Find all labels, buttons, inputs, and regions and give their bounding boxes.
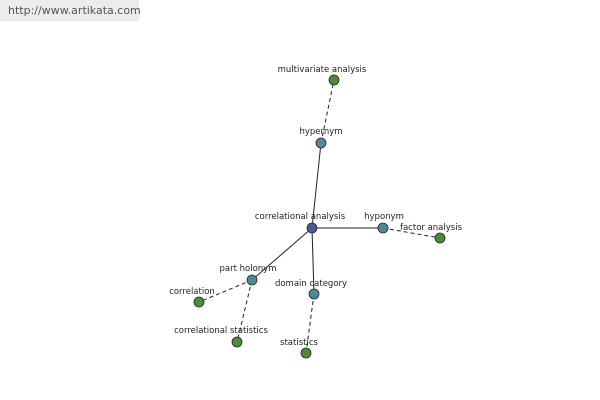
node-label-hyponym[interactable]: hyponym: [364, 212, 404, 222]
graph-node-corr_stats[interactable]: correlational statistics: [174, 326, 268, 348]
node-dot-domain_category[interactable]: [308, 288, 320, 300]
node-label-domain_category[interactable]: domain category: [275, 279, 347, 289]
edge-part_holonym-correlation: [198, 279, 253, 303]
nodes-layer: correlational analysis hypernym hyponym par…: [169, 65, 463, 359]
edge-hyponym-factor: [382, 227, 441, 239]
graph-node-statistics[interactable]: statistics: [280, 338, 319, 359]
node-label-hypernym[interactable]: hypernym: [299, 127, 342, 137]
graph-node-hypernym[interactable]: hypernym: [299, 127, 343, 149]
node-label-part_holonym[interactable]: part holonym: [220, 264, 277, 274]
edge-center-hypernym: [311, 142, 322, 229]
node-dot-factor[interactable]: [434, 232, 446, 244]
graph-node-correlation[interactable]: correlation: [169, 287, 215, 308]
node-label-multivariate[interactable]: multivariate analysis: [278, 65, 367, 75]
node-label-correlation[interactable]: correlation: [169, 287, 215, 297]
edge-center-part_holonym: [251, 227, 313, 281]
graph-node-part_holonym[interactable]: part holonym: [220, 264, 277, 286]
graph-node-domain_category[interactable]: domain category: [275, 279, 347, 300]
graph-node-center[interactable]: correlational analysis: [255, 212, 346, 234]
node-dot-corr_stats[interactable]: [231, 336, 243, 348]
graph-node-factor[interactable]: factor analysis: [400, 223, 463, 244]
node-dot-center[interactable]: [306, 222, 318, 234]
node-dot-statistics[interactable]: [300, 347, 312, 359]
node-dot-part_holonym[interactable]: [246, 274, 258, 286]
node-label-center[interactable]: correlational analysis: [255, 212, 346, 222]
node-dot-correlation[interactable]: [193, 296, 205, 308]
graph-node-multivariate[interactable]: multivariate analysis: [278, 65, 367, 86]
node-dot-hypernym[interactable]: [315, 137, 327, 149]
edge-center-domain_category: [311, 227, 315, 295]
node-dot-multivariate[interactable]: [328, 74, 340, 86]
edge-domain_category-statistics: [305, 293, 315, 354]
node-label-statistics[interactable]: statistics: [280, 338, 318, 348]
node-dot-hyponym[interactable]: [377, 222, 389, 234]
edge-hypernym-multivariate: [320, 79, 335, 144]
node-label-corr_stats[interactable]: correlational statistics: [174, 326, 268, 336]
site-url-banner[interactable]: http://www.artikata.com: [0, 0, 141, 21]
node-label-factor[interactable]: factor analysis: [400, 223, 463, 233]
edges-layer: [198, 79, 441, 354]
graph-node-hyponym[interactable]: hyponym: [364, 212, 404, 234]
edge-part_holonym-corr_stats: [236, 279, 253, 343]
